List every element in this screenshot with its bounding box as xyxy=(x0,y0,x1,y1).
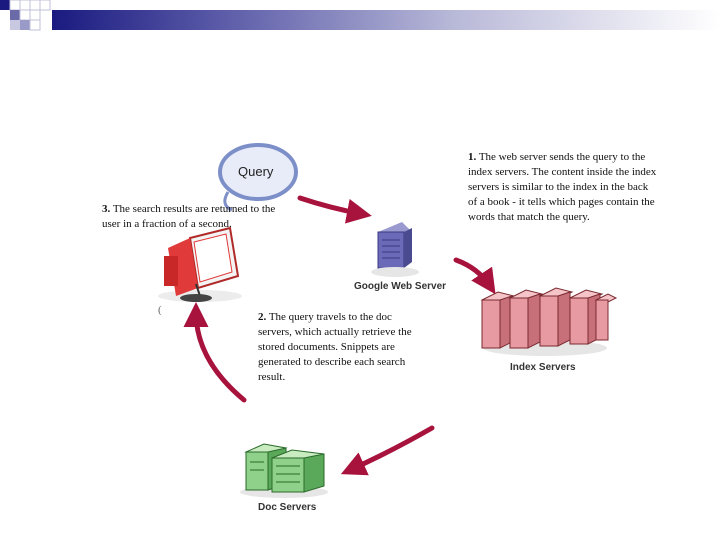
arrow-query-to-webserver xyxy=(300,198,362,214)
step-2-description: The query travels to the doc servers, wh… xyxy=(258,311,412,383)
web-server-label: Google Web Server xyxy=(354,281,446,292)
index-servers-label: Index Servers xyxy=(510,362,576,373)
web-server-icon xyxy=(371,222,419,277)
step-1-number: 1. xyxy=(468,151,476,163)
step-3-description: The search results are returned to the u… xyxy=(102,203,275,230)
stray-mark: ( xyxy=(158,304,162,316)
step-1-text: 1. The web server sends the query to the… xyxy=(468,150,658,225)
user-computer-icon xyxy=(158,228,242,302)
doc-servers-label: Doc Servers xyxy=(258,502,316,513)
step-2-text: 2. The query travels to the doc servers,… xyxy=(258,310,426,385)
index-servers-icon xyxy=(482,288,616,356)
step-1-description: The web server sends the query to the in… xyxy=(468,151,656,223)
arrow-index-to-doc xyxy=(350,428,432,470)
arrow-doc-to-user xyxy=(196,312,244,400)
query-label: Query xyxy=(238,164,273,179)
arrow-webserver-to-index xyxy=(456,260,490,286)
step-3-number: 3. xyxy=(102,203,110,215)
step-2-number: 2. xyxy=(258,311,266,323)
step-3-text: 3. The search results are returned to th… xyxy=(102,202,282,232)
doc-servers-icon xyxy=(240,444,328,498)
